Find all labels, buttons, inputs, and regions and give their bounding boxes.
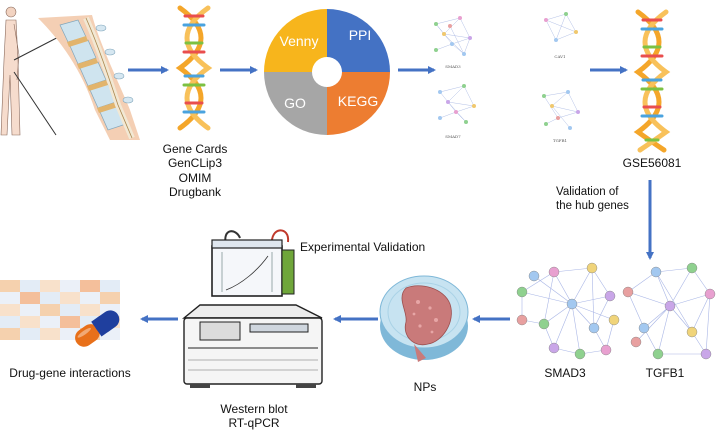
source-databases: Gene Cards GenCLip3 OMIM Drugbank [150,142,240,200]
donut-label-kegg: KEGG [338,93,378,109]
dna-helix-icon-2 [633,9,671,153]
network-smad3-large [516,262,620,360]
samples-label: NPs [413,380,437,394]
method-rt-qpcr: RT-qPCR [228,416,280,431]
dataset-label: GSE56081 [622,156,682,170]
source-genclip3: GenCLip3 [167,156,223,171]
network-label-top-1: SMAD3 [445,64,461,69]
drug-heatmap [0,280,120,347]
donut-segment-ppi [327,9,390,72]
validation-label: Validation of the hub genes [556,186,629,212]
source-drugbank: Drugbank [168,185,222,200]
source-omim: OMIM [178,170,212,185]
flow-arrows [128,66,654,323]
network-label-top-4: TGFB1 [553,138,567,143]
donut-segment-go [264,72,327,135]
method-western-blot: Western blot [220,402,288,416]
donut-segment-kegg [327,72,390,135]
hub-gene-smad3-label: SMAD3 [544,366,586,380]
network-smad3-small [434,16,472,56]
pill-icon [75,310,120,347]
source-gene-cards: Gene Cards [162,142,228,156]
spine-illustration [0,6,140,140]
experimental-validation-label: Experimental Validation [300,240,426,254]
network-label-top-3: CAV1 [554,54,565,59]
methods-labels: Western blot RT-qPCR [204,402,304,431]
hub-gene-tgfb1-label: TGFB1 [645,366,685,380]
electrophoresis-tank [211,229,295,297]
donut-label-venny: Venny [280,33,319,49]
dna-helix-icon [175,5,213,131]
network-smad7-small [438,84,476,124]
network-label-top-2: SMAD7 [445,134,461,139]
network-tgfb1-small [542,90,580,130]
analysis-donut-chart: Venny PPI GO KEGG [264,9,390,135]
network-cav1-small [544,12,578,42]
network-tgfb1-large [622,262,716,360]
donut-segment-venny [264,9,327,72]
donut-label-go: GO [284,95,306,111]
nucleus-pulposus-disc [379,275,469,362]
donut-label-ppi: PPI [349,27,372,43]
drug-gene-label: Drug-gene interactions [9,366,131,380]
qpcr-machine [182,304,323,388]
